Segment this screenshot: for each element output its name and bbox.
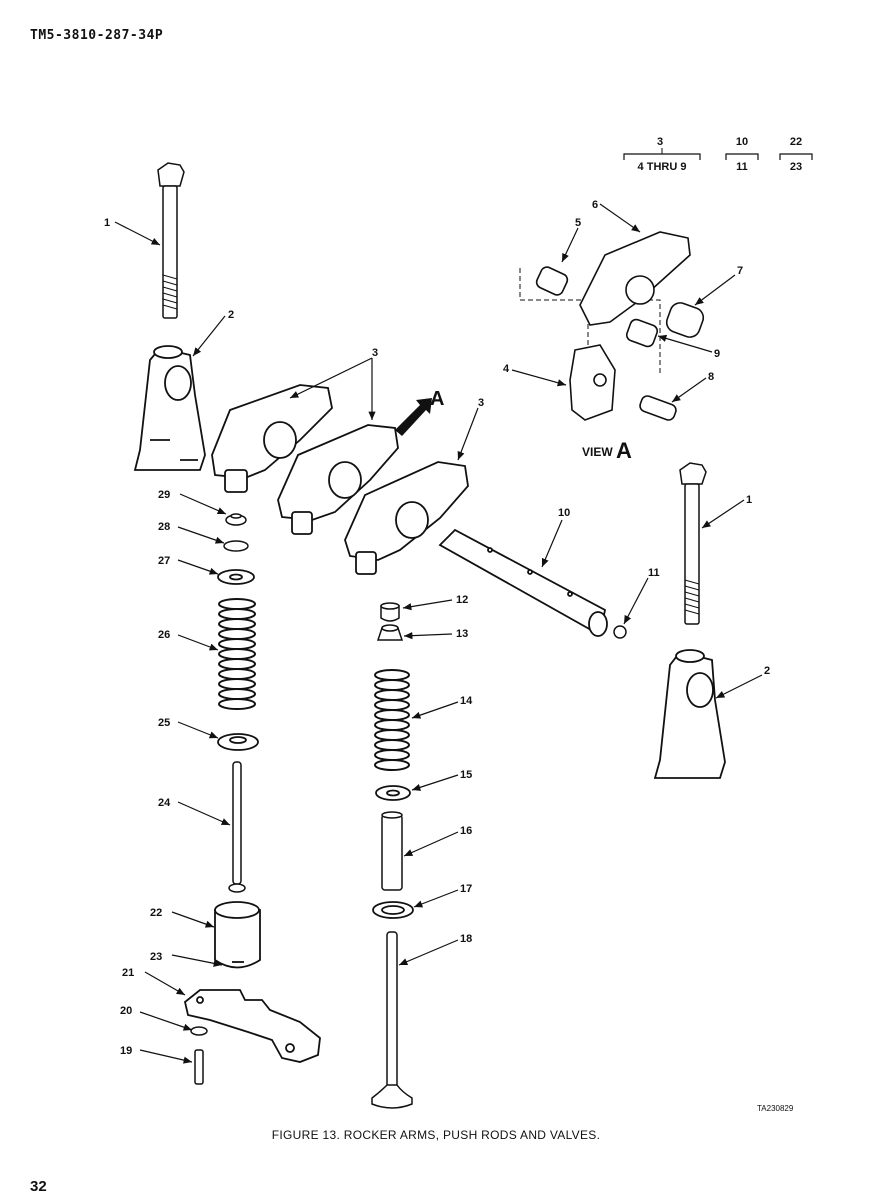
callout-number: 15: [460, 769, 472, 781]
valve-guide: [381, 811, 403, 891]
view-a-label: VIEW A: [582, 438, 632, 464]
callout-number: 28: [158, 521, 170, 533]
callout-number: 7: [737, 265, 743, 277]
callout-number: 29: [158, 489, 170, 501]
spring-washer: [375, 785, 411, 801]
rocker-arm-1: [211, 384, 333, 493]
page-number: 32: [30, 1178, 47, 1195]
leader-lines: [114, 203, 763, 1064]
key-bottom-3: 23: [790, 161, 802, 173]
callout-number: 21: [122, 967, 134, 979]
callout-number: 17: [460, 883, 472, 895]
callout-number: 18: [460, 933, 472, 945]
key-bottom-2: 11: [736, 161, 748, 173]
key-top-1: 3: [657, 136, 663, 148]
valve-spring-right: [374, 669, 410, 771]
valve-cap: [380, 602, 400, 622]
figure-caption: FIGURE 13. ROCKER ARMS, PUSH RODS AND VA…: [271, 1128, 601, 1142]
rocker-shaft: [438, 528, 608, 637]
spring-seat-left: [217, 733, 259, 751]
callout-number: 16: [460, 825, 472, 837]
callout-number: 4: [503, 363, 510, 375]
lifter-guide: [183, 989, 321, 1063]
callout-number: 1: [104, 217, 110, 229]
callout-number: 24: [158, 797, 171, 809]
bolt-right: [679, 462, 707, 625]
valve-seat-insert: [372, 901, 414, 919]
rocker-arm-3: [344, 461, 469, 575]
arrow-letter: A: [430, 388, 444, 410]
valve: [371, 931, 413, 1109]
callout-number: 2: [764, 665, 770, 677]
callout-number: 20: [120, 1005, 132, 1017]
callout-numbers: 1 2 3 3 5 6 7 9 4 8 1 2 10 11 29 28 27 2…: [104, 199, 770, 1057]
callout-number: 25: [158, 717, 170, 729]
key-top-3: 22: [790, 136, 802, 148]
rocker-bracket-right: [653, 649, 726, 779]
push-rod: [228, 761, 246, 893]
callout-number: 14: [460, 695, 473, 707]
shaft-plug: [613, 625, 627, 639]
bolt-left: [157, 162, 185, 319]
group-key: 3 4 THRU 9 10 11 22 23: [623, 136, 813, 173]
callout-number: 2: [228, 309, 234, 321]
document-number: TM5-3810-287-34P: [30, 28, 164, 43]
callout-number: 11: [648, 567, 660, 579]
cap-screw: [194, 1049, 204, 1085]
valve-spring-left: [218, 598, 256, 710]
callout-number: 10: [558, 507, 570, 519]
callout-number: 3: [478, 397, 484, 409]
figure-code: TA230829: [757, 1104, 794, 1113]
callout-number: 9: [714, 348, 720, 360]
rocker-bracket-left: [133, 345, 206, 471]
valve-rotator: [376, 624, 404, 641]
rocker-arm-2: [277, 424, 399, 535]
callout-number: 3: [372, 347, 378, 359]
callout-number: 27: [158, 555, 170, 567]
callout-number: 1: [746, 494, 752, 506]
spring-retainer-left: [217, 569, 255, 585]
key-top-2: 10: [736, 136, 748, 148]
callout-number: 8: [708, 371, 714, 383]
key-bottom-1: 4 THRU 9: [638, 161, 687, 173]
valve-lifter: [214, 901, 261, 969]
view-a-detail: [519, 231, 705, 421]
callout-number: 6: [592, 199, 598, 211]
lock-washer: [190, 1026, 208, 1036]
callout-number: 22: [150, 907, 162, 919]
view-a-arrow: [395, 398, 432, 436]
callout-number: 23: [150, 951, 162, 963]
callout-number: 13: [456, 628, 468, 640]
callout-number: 5: [575, 217, 581, 229]
valve-keeper: [223, 540, 249, 552]
adjusting-screw-nut: [225, 513, 247, 526]
view-label-letter: A: [616, 438, 632, 463]
callout-number: 19: [120, 1045, 132, 1057]
callout-number: 12: [456, 594, 468, 606]
view-label-text: VIEW: [582, 445, 613, 459]
callout-number: 26: [158, 629, 170, 641]
